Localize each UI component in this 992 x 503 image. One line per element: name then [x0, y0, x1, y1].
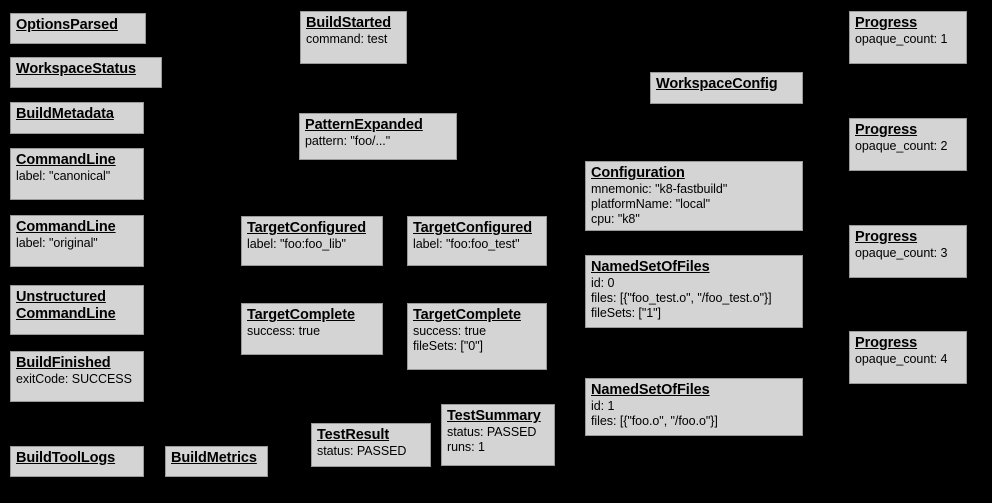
node-fields: id: 0 files: [{"foo_test.o", "/foo_test.… — [591, 276, 772, 320]
node-fields: pattern: "foo/..." — [305, 134, 391, 148]
node-fields: status: PASSED runs: 1 — [447, 425, 537, 454]
node-title: TestSummary — [447, 408, 541, 424]
node-title: TargetConfigured — [413, 220, 532, 236]
node-title: OptionsParsed — [16, 17, 118, 33]
node-fields: opaque_count: 3 — [855, 246, 948, 260]
node-title: NamedSetOfFiles — [591, 259, 710, 275]
node-options-parsed[interactable]: OptionsParsed — [10, 13, 146, 44]
node-fields: success: true fileSets: ["0"] — [413, 324, 486, 353]
node-unstructured-command-line[interactable]: Unstructured CommandLine — [10, 285, 144, 335]
node-title: NamedSetOfFiles — [591, 382, 710, 398]
node-fields: mnemonic: "k8-fastbuild" platformName: "… — [591, 182, 728, 226]
node-fields: opaque_count: 2 — [855, 139, 948, 153]
node-fields: success: true — [247, 324, 320, 338]
node-title: BuildFinished — [16, 355, 111, 371]
node-fields: exitCode: SUCCESS — [16, 372, 132, 386]
node-fields: id: 1 files: [{"foo.o", "/foo.o"}] — [591, 399, 718, 428]
node-title: WorkspaceStatus — [16, 61, 136, 77]
node-title: BuildToolLogs — [16, 450, 116, 466]
node-title: Progress — [855, 122, 918, 138]
node-title: CommandLine — [16, 219, 116, 235]
node-fields: label: "foo:foo_lib" — [247, 237, 346, 251]
node-title: Unstructured CommandLine — [16, 289, 116, 322]
node-workspace-status[interactable]: WorkspaceStatus — [10, 57, 162, 88]
node-build-metadata[interactable]: BuildMetadata — [10, 102, 144, 134]
node-fields: command: test — [306, 32, 388, 46]
node-fields: label: "original" — [16, 236, 98, 250]
node-build-tool-logs[interactable]: BuildToolLogs — [10, 446, 144, 477]
node-title: TargetComplete — [413, 307, 521, 323]
node-title: TargetComplete — [247, 307, 355, 323]
node-title: BuildMetadata — [16, 106, 114, 122]
node-title: Progress — [855, 229, 918, 245]
node-title: WorkspaceConfig — [656, 76, 778, 92]
node-title: Configuration — [591, 165, 685, 181]
node-fields: opaque_count: 1 — [855, 32, 948, 46]
node-title: CommandLine — [16, 152, 116, 168]
node-fields: label: "canonical" — [16, 169, 111, 183]
node-title: PatternExpanded — [305, 117, 423, 133]
node-title: TargetConfigured — [247, 220, 366, 236]
node-title: TestResult — [317, 427, 390, 443]
node-title: BuildStarted — [306, 15, 392, 31]
node-title: Progress — [855, 335, 918, 351]
node-fields: status: PASSED — [317, 444, 407, 458]
node-build-metrics[interactable]: BuildMetrics — [165, 446, 268, 477]
node-fields: label: "foo:foo_test" — [413, 237, 520, 251]
node-title: Progress — [855, 15, 918, 31]
node-fields: opaque_count: 4 — [855, 352, 948, 366]
node-workspace-config[interactable]: WorkspaceConfig — [650, 72, 803, 104]
node-title: BuildMetrics — [171, 450, 257, 466]
